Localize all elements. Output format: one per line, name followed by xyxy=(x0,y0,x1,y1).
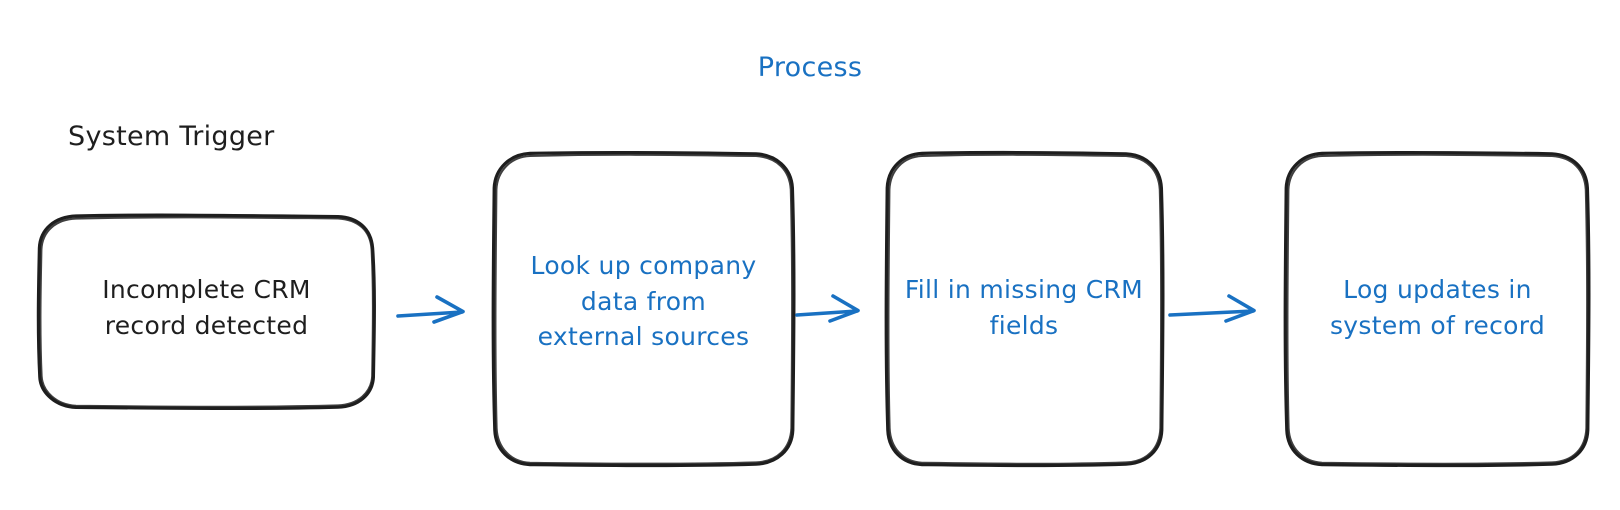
edge-2-arrow[interactable] xyxy=(795,294,860,323)
edge-3-arrow[interactable] xyxy=(1168,294,1256,323)
edge-1-arrow[interactable] xyxy=(396,295,465,324)
node-incomplete-crm-record-detected[interactable] xyxy=(36,213,376,411)
node-3-outline-sketch-pass xyxy=(887,153,1163,465)
edge-2-arrowhead xyxy=(828,294,860,323)
edge-2-shaft xyxy=(795,309,859,317)
process-group-label: Process xyxy=(757,52,863,83)
node-log-updates-in-system-of-record[interactable] xyxy=(1283,150,1591,468)
edge-1-shaft xyxy=(396,310,464,318)
node-1-outline xyxy=(36,213,376,411)
node-fill-in-missing-crm-fields[interactable] xyxy=(884,150,1165,468)
edge-1-arrowhead xyxy=(432,295,465,324)
node-3-outline xyxy=(884,150,1165,468)
node-1-outline-sketch-pass xyxy=(39,216,374,408)
edge-3-arrowhead xyxy=(1224,294,1256,323)
node-2-outline xyxy=(491,150,796,468)
node-4-outline-sketch-pass xyxy=(1286,153,1589,465)
node-look-up-company-data[interactable] xyxy=(491,150,796,468)
node-4-outline xyxy=(1283,150,1591,468)
system-trigger-group-label: System Trigger xyxy=(68,121,275,152)
node-2-outline-sketch-pass xyxy=(494,153,794,465)
edge-3-shaft xyxy=(1168,309,1255,317)
